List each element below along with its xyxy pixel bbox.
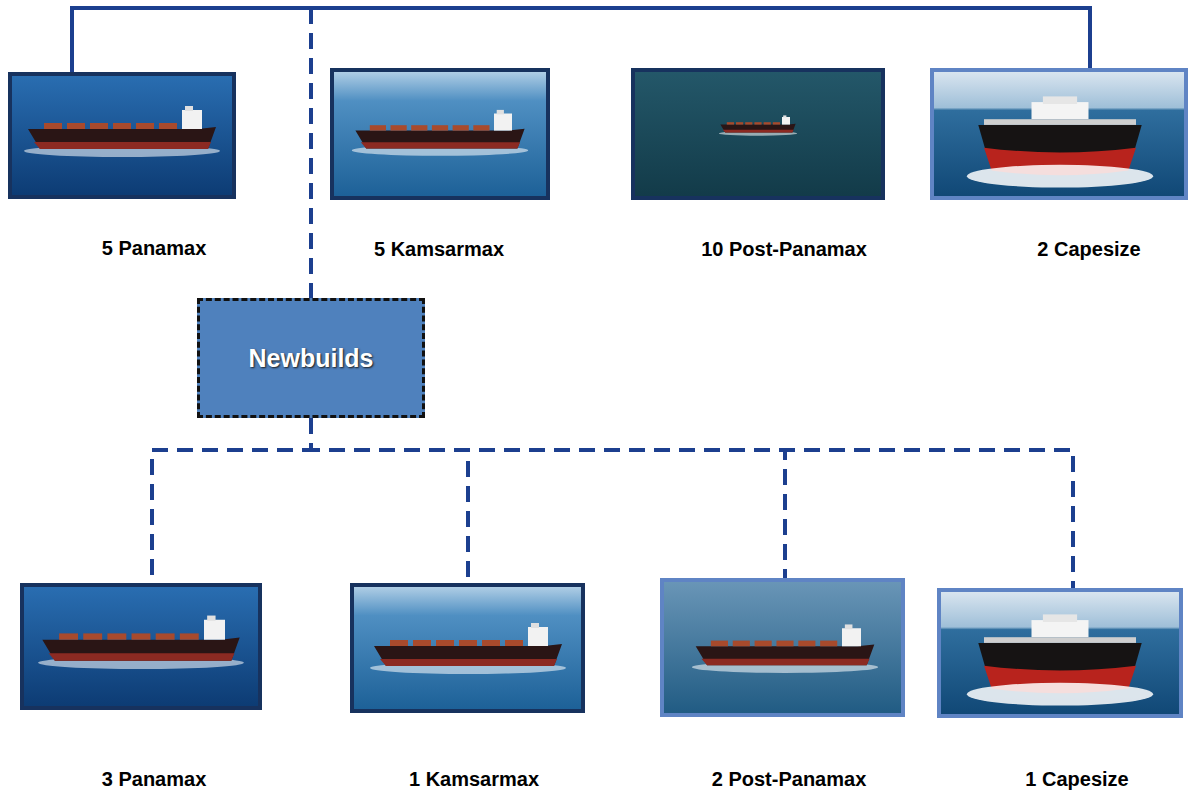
newbuilds-box: Newbuilds: [197, 298, 425, 418]
fleet-caption: 5 Kamsarmax: [374, 237, 504, 261]
ship-photo-frame: 5 Panamax: [8, 72, 236, 199]
fleet-caption: 2 Post-Panamax: [712, 767, 867, 791]
box-label: Newbuilds: [248, 344, 373, 373]
ship-photo-frame: 1 Kamsarmax: [350, 583, 585, 713]
fleet-caption: 1 Kamsarmax: [409, 767, 539, 791]
ship-photo-frame: 2 Post-Panamax: [660, 578, 905, 717]
connector-line: [311, 418, 1073, 588]
fleet-caption: 1 Capesize: [1025, 767, 1128, 791]
fleet-caption: 5 Panamax: [102, 236, 207, 260]
bracket-line: [309, 8, 313, 298]
fleet-caption: 3 Panamax: [102, 767, 207, 791]
connector-line: [72, 8, 1090, 72]
connector-line: [311, 418, 468, 583]
ship-photo-frame: 5 Kamsarmax: [330, 68, 550, 200]
ship-photo-frame: 1 Capesize: [937, 588, 1183, 718]
ship-photo-frame: 10 Post-Panamax: [631, 68, 885, 200]
ship-photo-frame: 3 Panamax: [20, 583, 262, 710]
ship-photo-frame: 2 Capesize: [930, 68, 1188, 200]
connector-line: [311, 418, 785, 578]
fleet-caption: 2 Capesize: [1037, 237, 1140, 261]
connector-line: [152, 418, 311, 583]
fleet-caption: 10 Post-Panamax: [701, 237, 867, 261]
